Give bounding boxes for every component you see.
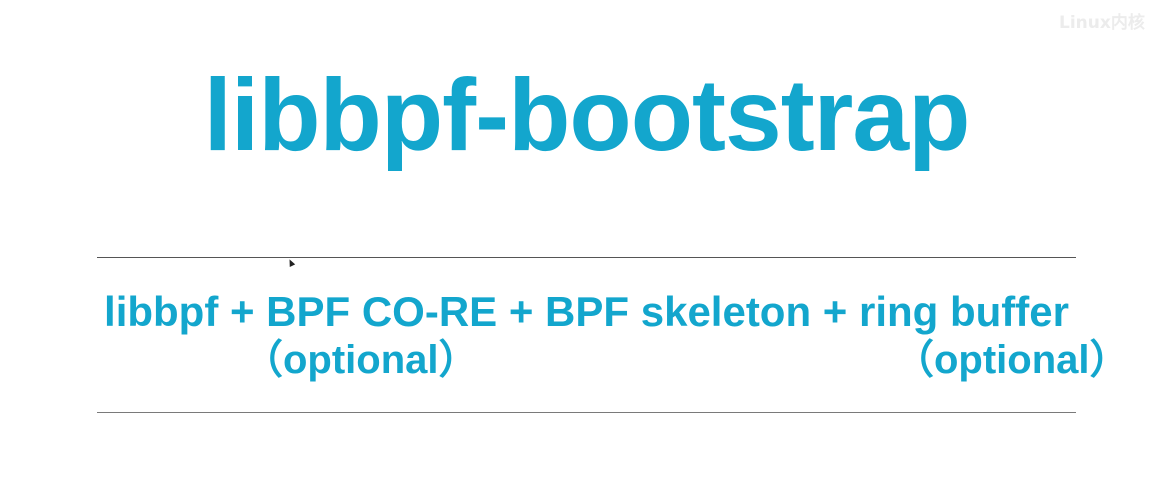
optional-note-left: （optional） <box>243 338 479 382</box>
watermark: Linux内核 <box>1059 13 1145 33</box>
slide-title: libbpf-bootstrap <box>203 58 971 172</box>
optional-note-right: （optional） <box>894 338 1130 382</box>
mouse-cursor-icon <box>286 258 296 267</box>
slide-subtitle: libbpf + BPF CO-RE + BPF skeleton + ring… <box>104 288 1069 335</box>
bottom-divider <box>97 412 1076 413</box>
top-divider <box>97 257 1076 258</box>
